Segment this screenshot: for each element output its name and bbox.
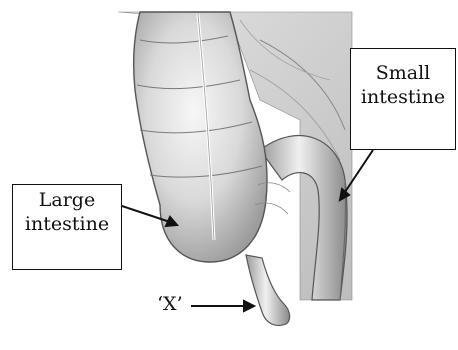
x-arrowhead [244, 301, 254, 311]
large-intestine-label-line1: Large [13, 188, 121, 212]
large-intestine-label: Large intestine [12, 184, 122, 270]
large-intestine-label-line2: intestine [13, 212, 121, 236]
small-intestine-label-line2: intestine [351, 85, 455, 109]
x-label: ‘X’ [157, 293, 183, 315]
small-intestine-label: Small intestine [350, 48, 456, 150]
appendix-shape [246, 255, 290, 326]
small-intestine-label-line1: Small [351, 61, 455, 85]
